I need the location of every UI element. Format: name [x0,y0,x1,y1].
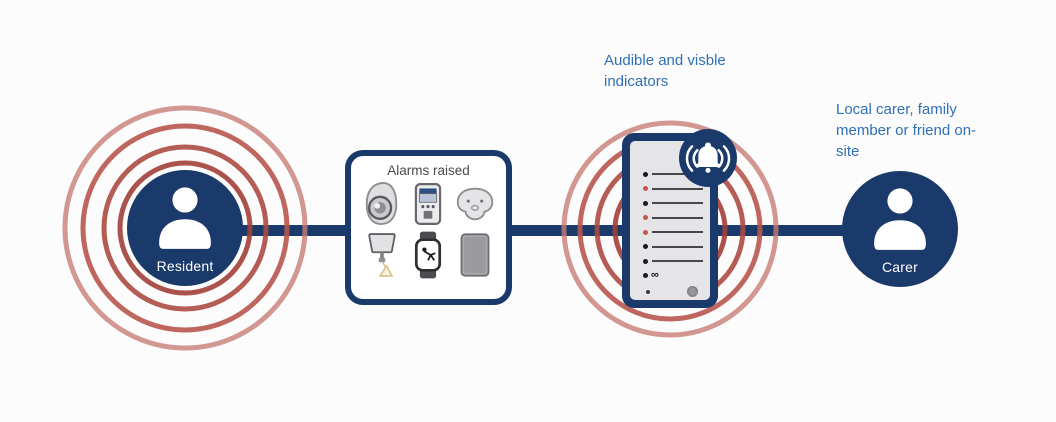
panel-round-button [687,286,698,297]
resident-signal-rings-icon [62,105,308,351]
local-carer-caption: Local carer, family member or friend on-… [836,101,977,160]
audible-indicators-caption: Audible and visble indicators [604,52,726,90]
panel-row-dot [643,273,648,279]
alarm-bell-icon [685,142,731,173]
panel-row [630,254,710,269]
resident-label: Resident [156,258,214,274]
device-grid [351,178,506,280]
carer-label: Carer [881,259,918,275]
home-unit-icon [415,183,442,225]
panel-row-dot [643,200,648,206]
panel-row-dot [643,171,648,177]
panel-row-dot [643,244,648,250]
fall-detector-watch-icon [415,231,442,279]
spectacles-icon: ∞ [651,269,659,282]
panel-row [630,211,710,226]
panel-row [630,167,710,182]
pendant-alarm-icon [365,182,398,226]
panel-row-dot [643,258,648,264]
panel-row: ∞ [630,269,710,284]
panel-rows: ∞ [630,167,710,283]
panel-led-dot [646,289,650,294]
panel-row-line [652,245,703,248]
tablet-icon [460,233,490,277]
smoke-detector-icon [456,187,494,221]
panel-footer [630,286,710,297]
panel-row-dot [643,229,648,235]
panel-row-line [652,187,703,190]
alarms-raised-box: Alarms raised [345,150,512,305]
panel-row-dot [643,215,648,221]
person-icon [874,188,926,250]
connector-line [185,225,900,236]
carer-node: Carer [842,171,958,287]
panel-row [630,240,710,255]
panel-row [630,182,710,197]
panel-row-line [652,216,703,219]
alarm-bell-badge [679,129,737,187]
panel-row [630,225,710,240]
panel-row-line [652,202,703,205]
alarms-box-title: Alarms raised [387,163,470,178]
pull-cord-icon [368,233,396,277]
resident-node: Resident [127,170,243,286]
panel-row-line [652,231,703,234]
panel-row-line [652,173,703,176]
person-icon [159,187,211,249]
panel-row-line [652,260,703,263]
panel-row-dot [643,186,648,192]
panel-row [630,196,710,211]
